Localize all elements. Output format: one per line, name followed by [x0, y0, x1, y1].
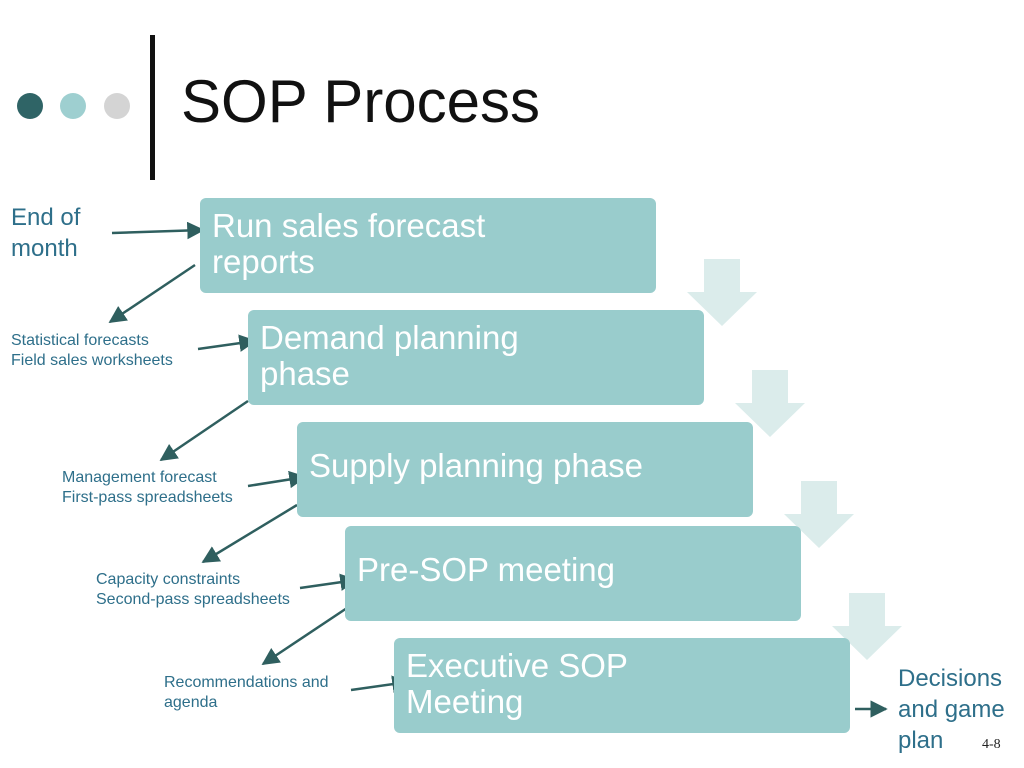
down-chevron-icon — [784, 481, 854, 548]
label-line: and game — [898, 696, 1005, 723]
label-line: Statistical forecasts — [11, 332, 149, 349]
step-run-sales-forecast: Run sales forecast reports — [200, 198, 656, 293]
page-title: SOP Process — [181, 68, 541, 135]
step-label-line1: Executive SOP — [406, 647, 628, 684]
slide-number: 4-8 — [982, 737, 1001, 752]
step-executive-sop-meeting: Executive SOP Meeting — [394, 638, 850, 733]
arrow-step4-to-recommendations — [261, 604, 351, 666]
label-line: plan — [898, 727, 944, 754]
label-line: Field sales worksheets — [11, 352, 173, 369]
decor-dot-dark — [17, 93, 43, 119]
label-line: Management forecast — [62, 469, 217, 486]
label-recommendations: Recommendations and agenda — [164, 673, 329, 713]
label-line: month — [11, 235, 78, 262]
down-chevron-icon — [687, 259, 757, 326]
label-statistical-forecasts: Statistical forecasts Field sales worksh… — [11, 331, 173, 371]
down-chevron-icon — [735, 370, 805, 437]
step-label-line2: phase — [260, 355, 350, 393]
step-label-line1: Run sales forecast — [212, 207, 486, 244]
label-line: Second-pass spreadsheets — [96, 591, 290, 608]
label-line: agenda — [164, 694, 218, 711]
arrow-end-of-month-to-step1 — [111, 221, 205, 240]
step-label-line2: Meeting — [406, 683, 524, 721]
arrow-management-to-step3 — [247, 470, 307, 489]
title-divider — [150, 35, 155, 180]
step-label-line1: Pre-SOP meeting — [357, 551, 616, 588]
step-supply-planning: Supply planning phase — [297, 422, 753, 517]
step-pre-sop-meeting: Pre-SOP meeting — [345, 526, 801, 621]
arrow-step2-to-management — [159, 399, 249, 462]
step-label-line2: reports — [212, 243, 315, 281]
decor-dot-grey — [104, 93, 130, 119]
label-decisions-game-plan: Decisions and game plan — [898, 663, 1005, 756]
label-line: End of — [11, 204, 81, 231]
label-line: Decisions — [898, 665, 1003, 692]
label-line: Recommendations and — [164, 674, 329, 691]
arrow-step3-to-capacity — [201, 503, 298, 564]
decor-dot-light — [60, 93, 86, 119]
down-chevron-icon — [832, 593, 902, 660]
arrow-statistical-to-step2 — [197, 334, 257, 352]
label-line: Capacity constraints — [96, 571, 241, 588]
step-demand-planning: Demand planning phase — [248, 310, 704, 405]
label-end-of-month: End of month — [11, 202, 80, 264]
label-management-forecast: Management forecast First-pass spreadshe… — [62, 468, 233, 508]
label-capacity-constraints: Capacity constraints Second-pass spreads… — [96, 570, 290, 610]
step-label-line1: Supply planning phase — [309, 447, 643, 484]
step-label-line1: Demand planning — [260, 319, 519, 356]
arrow-step1-to-statistical — [108, 263, 196, 324]
label-line: First-pass spreadsheets — [62, 489, 233, 506]
